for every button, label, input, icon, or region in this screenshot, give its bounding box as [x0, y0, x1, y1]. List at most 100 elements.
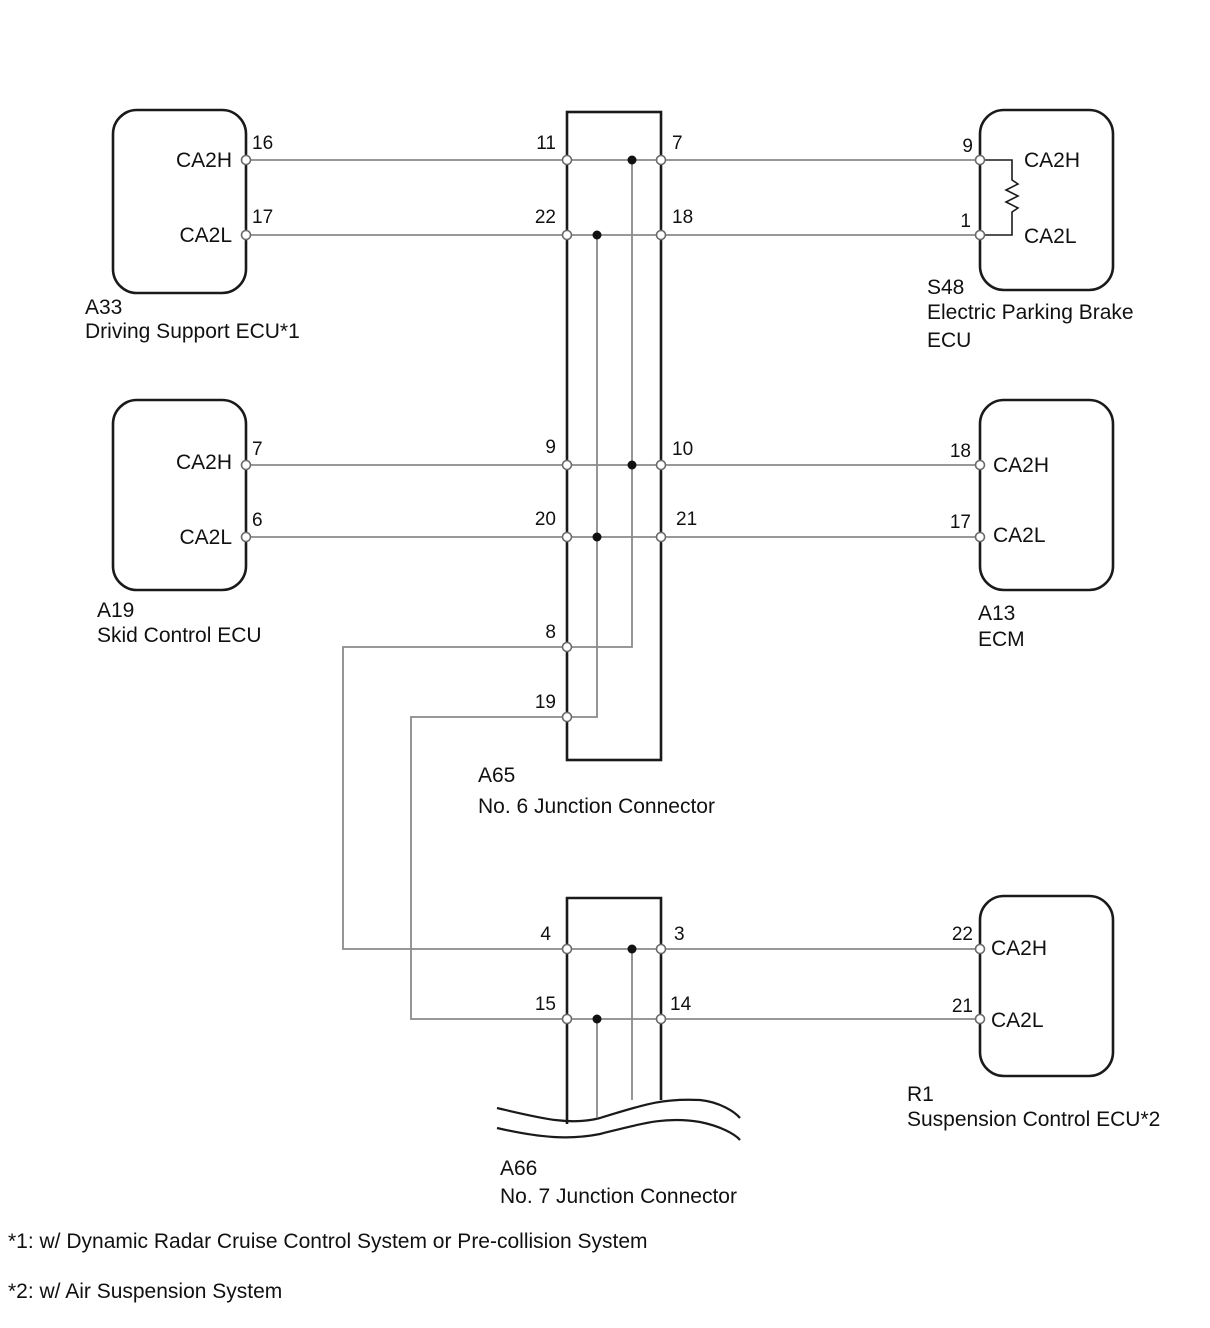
terminal	[974, 531, 986, 543]
a13-code: A13	[978, 602, 1015, 625]
pin-a19-7: 7	[252, 439, 263, 460]
s48-box	[978, 108, 1115, 292]
terminal	[974, 459, 986, 471]
pin-a65-10: 10	[672, 439, 693, 460]
terminal	[655, 459, 667, 471]
r1-name: Suspension Control ECU*2	[907, 1108, 1160, 1131]
pin-a65-9: 9	[545, 437, 556, 458]
s48-ca2l-label: CA2L	[1024, 225, 1077, 248]
terminal	[561, 459, 573, 471]
a65-name: No. 6 Junction Connector	[478, 795, 715, 818]
terminal	[561, 1013, 573, 1025]
pin-numbers: 16 17 7 6 11 22 9 20 8 19 7 18 10 21 9 1…	[252, 133, 973, 1017]
r1-code: R1	[907, 1083, 934, 1106]
s48-ca2h-label: CA2H	[1024, 149, 1080, 172]
terminal	[561, 711, 573, 723]
a65-box	[565, 110, 663, 762]
wire-a65-a66-ca2l	[410, 716, 567, 1020]
a19-ca2h-label: CA2H	[176, 451, 232, 474]
terminal	[240, 531, 252, 543]
splice-dots	[592, 155, 637, 1024]
component-a33: CA2H CA2L A33 Driving Support ECU*1	[85, 108, 300, 343]
pin-a65-8: 8	[545, 622, 556, 643]
a66-break-line-upper	[496, 1098, 741, 1123]
a19-code: A19	[97, 599, 134, 622]
pin-a66-15: 15	[535, 994, 556, 1015]
splice-dot	[627, 155, 637, 165]
terminal	[240, 459, 252, 471]
a19-name: Skid Control ECU	[97, 624, 262, 647]
terminal	[974, 1013, 986, 1025]
s48-termination-resistor	[980, 159, 1020, 236]
a33-name: Driving Support ECU*1	[85, 320, 300, 343]
s48-name-line1: Electric Parking Brake	[927, 301, 1134, 324]
splice-dot	[592, 1014, 602, 1024]
pin-a65-22: 22	[535, 207, 556, 228]
a33-code: A33	[85, 296, 122, 319]
junction-a66: A66 No. 7 Junction Connector	[496, 896, 741, 1208]
terminal	[240, 154, 252, 166]
a66-code: A66	[500, 1157, 537, 1180]
s48-code: S48	[927, 276, 964, 299]
terminal	[655, 1013, 667, 1025]
splice-dot	[592, 230, 602, 240]
splice-dot	[627, 460, 637, 470]
s48-name-line2: ECU	[927, 329, 971, 352]
a13-ca2h-label: CA2H	[993, 454, 1049, 477]
pin-a13-17: 17	[950, 512, 971, 533]
a13-ca2l-label: CA2L	[993, 524, 1046, 547]
terminal	[561, 943, 573, 955]
junction-a65: A65 No. 6 Junction Connector	[478, 110, 715, 818]
pin-a33-16: 16	[252, 133, 273, 154]
terminal	[561, 154, 573, 166]
splice-dot	[592, 532, 602, 542]
r1-ca2h-label: CA2H	[991, 937, 1047, 960]
pin-a65-7: 7	[672, 133, 683, 154]
wire-a65-bus-h	[567, 160, 633, 648]
a13-box	[978, 398, 1115, 592]
pin-s48-9: 9	[962, 136, 973, 157]
a66-box	[565, 896, 663, 1124]
terminals	[240, 154, 986, 1025]
pin-a33-17: 17	[252, 207, 273, 228]
pin-s48-1: 1	[960, 211, 971, 232]
a66-break-line-lower	[496, 1118, 741, 1141]
pin-a65-20: 20	[535, 509, 556, 530]
terminal	[974, 154, 986, 166]
a13-name: ECM	[978, 628, 1025, 651]
terminal	[561, 229, 573, 241]
terminal	[655, 154, 667, 166]
pin-a66-14: 14	[670, 994, 692, 1015]
terminal	[974, 229, 986, 241]
pin-a13-18: 18	[950, 441, 971, 462]
a19-box	[111, 398, 248, 592]
terminal	[561, 531, 573, 543]
terminal	[655, 943, 667, 955]
terminal	[655, 531, 667, 543]
a66-name: No. 7 Junction Connector	[500, 1185, 737, 1208]
r1-ca2l-label: CA2L	[991, 1009, 1044, 1032]
footnote-1: *1: w/ Dynamic Radar Cruise Control Syst…	[8, 1230, 648, 1253]
r1-box	[978, 894, 1115, 1078]
a33-ca2l-label: CA2L	[179, 224, 232, 247]
pin-r1-21: 21	[952, 996, 973, 1017]
component-r1: CA2H CA2L R1 Suspension Control ECU*2	[907, 894, 1160, 1131]
terminal	[561, 641, 573, 653]
wire-a65-bus-l	[567, 235, 598, 718]
pin-a65-18: 18	[672, 207, 693, 228]
pin-a65-11: 11	[536, 133, 556, 154]
terminal	[974, 943, 986, 955]
a33-ca2h-label: CA2H	[176, 149, 232, 172]
pin-a66-4: 4	[540, 924, 551, 945]
component-s48: CA2H CA2L S48 Electric Parking Brake ECU	[927, 108, 1134, 352]
pin-a19-6: 6	[252, 510, 263, 531]
a19-ca2l-label: CA2L	[179, 526, 232, 549]
a33-box	[111, 108, 248, 295]
wire-a65-a66-ca2h	[342, 646, 567, 950]
splice-dot	[627, 944, 637, 954]
footnote-2: *2: w/ Air Suspension System	[8, 1280, 282, 1303]
wires	[246, 159, 1020, 1118]
pin-a65-19: 19	[535, 692, 556, 713]
component-a13: CA2H CA2L A13 ECM	[978, 398, 1115, 651]
